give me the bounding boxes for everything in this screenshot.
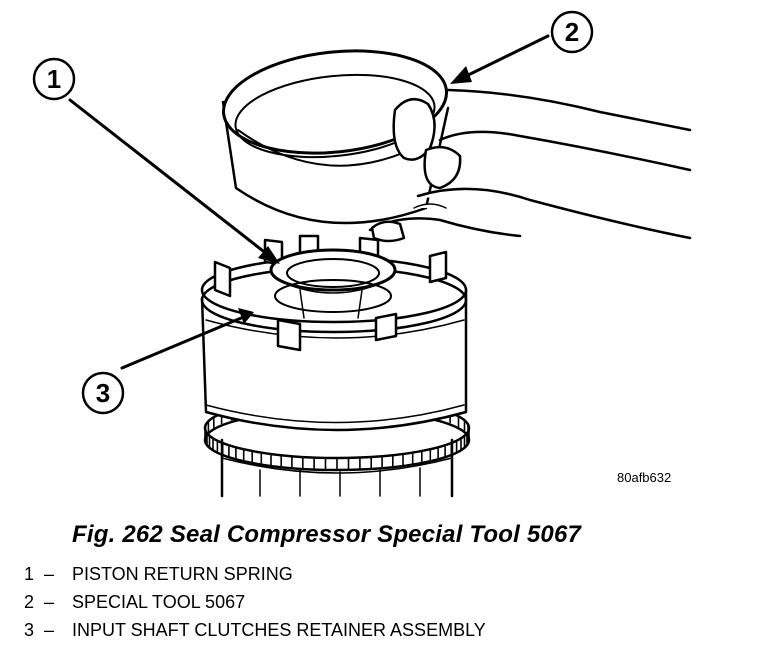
- special-tool-5067: [221, 49, 450, 225]
- legend-separator: –: [44, 592, 55, 612]
- figure-id: 80afb632: [617, 470, 672, 485]
- callout-2-number: 2: [565, 17, 579, 47]
- legend-number: 2: [24, 592, 35, 612]
- callout-2: 2: [550, 10, 594, 54]
- arrowhead-3: [238, 308, 254, 324]
- legend-separator: –: [44, 564, 55, 584]
- callout-3: 3: [81, 371, 125, 415]
- legend-item: 1–PISTON RETURN SPRING: [24, 563, 486, 591]
- callout-3-number: 3: [96, 378, 110, 408]
- legend-number: 3: [24, 620, 35, 640]
- legend-number: 1: [24, 564, 35, 584]
- callout-1-number: 1: [47, 64, 61, 94]
- figure-caption: Fig. 262 Seal Compressor Special Tool 50…: [72, 521, 582, 548]
- piston-return-spring: [269, 248, 397, 319]
- seal-compressor-illustration: 1 2 3: [32, 10, 692, 498]
- legend-item: 2–SPECIAL TOOL 5067: [24, 591, 486, 619]
- callout-1: 1: [32, 57, 76, 101]
- arrowhead-2: [450, 66, 472, 84]
- parts-legend: 1–PISTON RETURN SPRING 2–SPECIAL TOOL 50…: [24, 563, 486, 647]
- legend-item: 3–INPUT SHAFT CLUTCHES RETAINER ASSEMBLY: [24, 619, 486, 647]
- hand: [368, 88, 692, 243]
- legend-label: INPUT SHAFT CLUTCHES RETAINER ASSEMBLY: [72, 620, 486, 640]
- legend-separator: –: [44, 620, 55, 640]
- arrowhead-1: [258, 246, 280, 264]
- legend-label: SPECIAL TOOL 5067: [72, 592, 246, 612]
- legend-label: PISTON RETURN SPRING: [72, 564, 293, 584]
- callout-leaders: [68, 34, 550, 370]
